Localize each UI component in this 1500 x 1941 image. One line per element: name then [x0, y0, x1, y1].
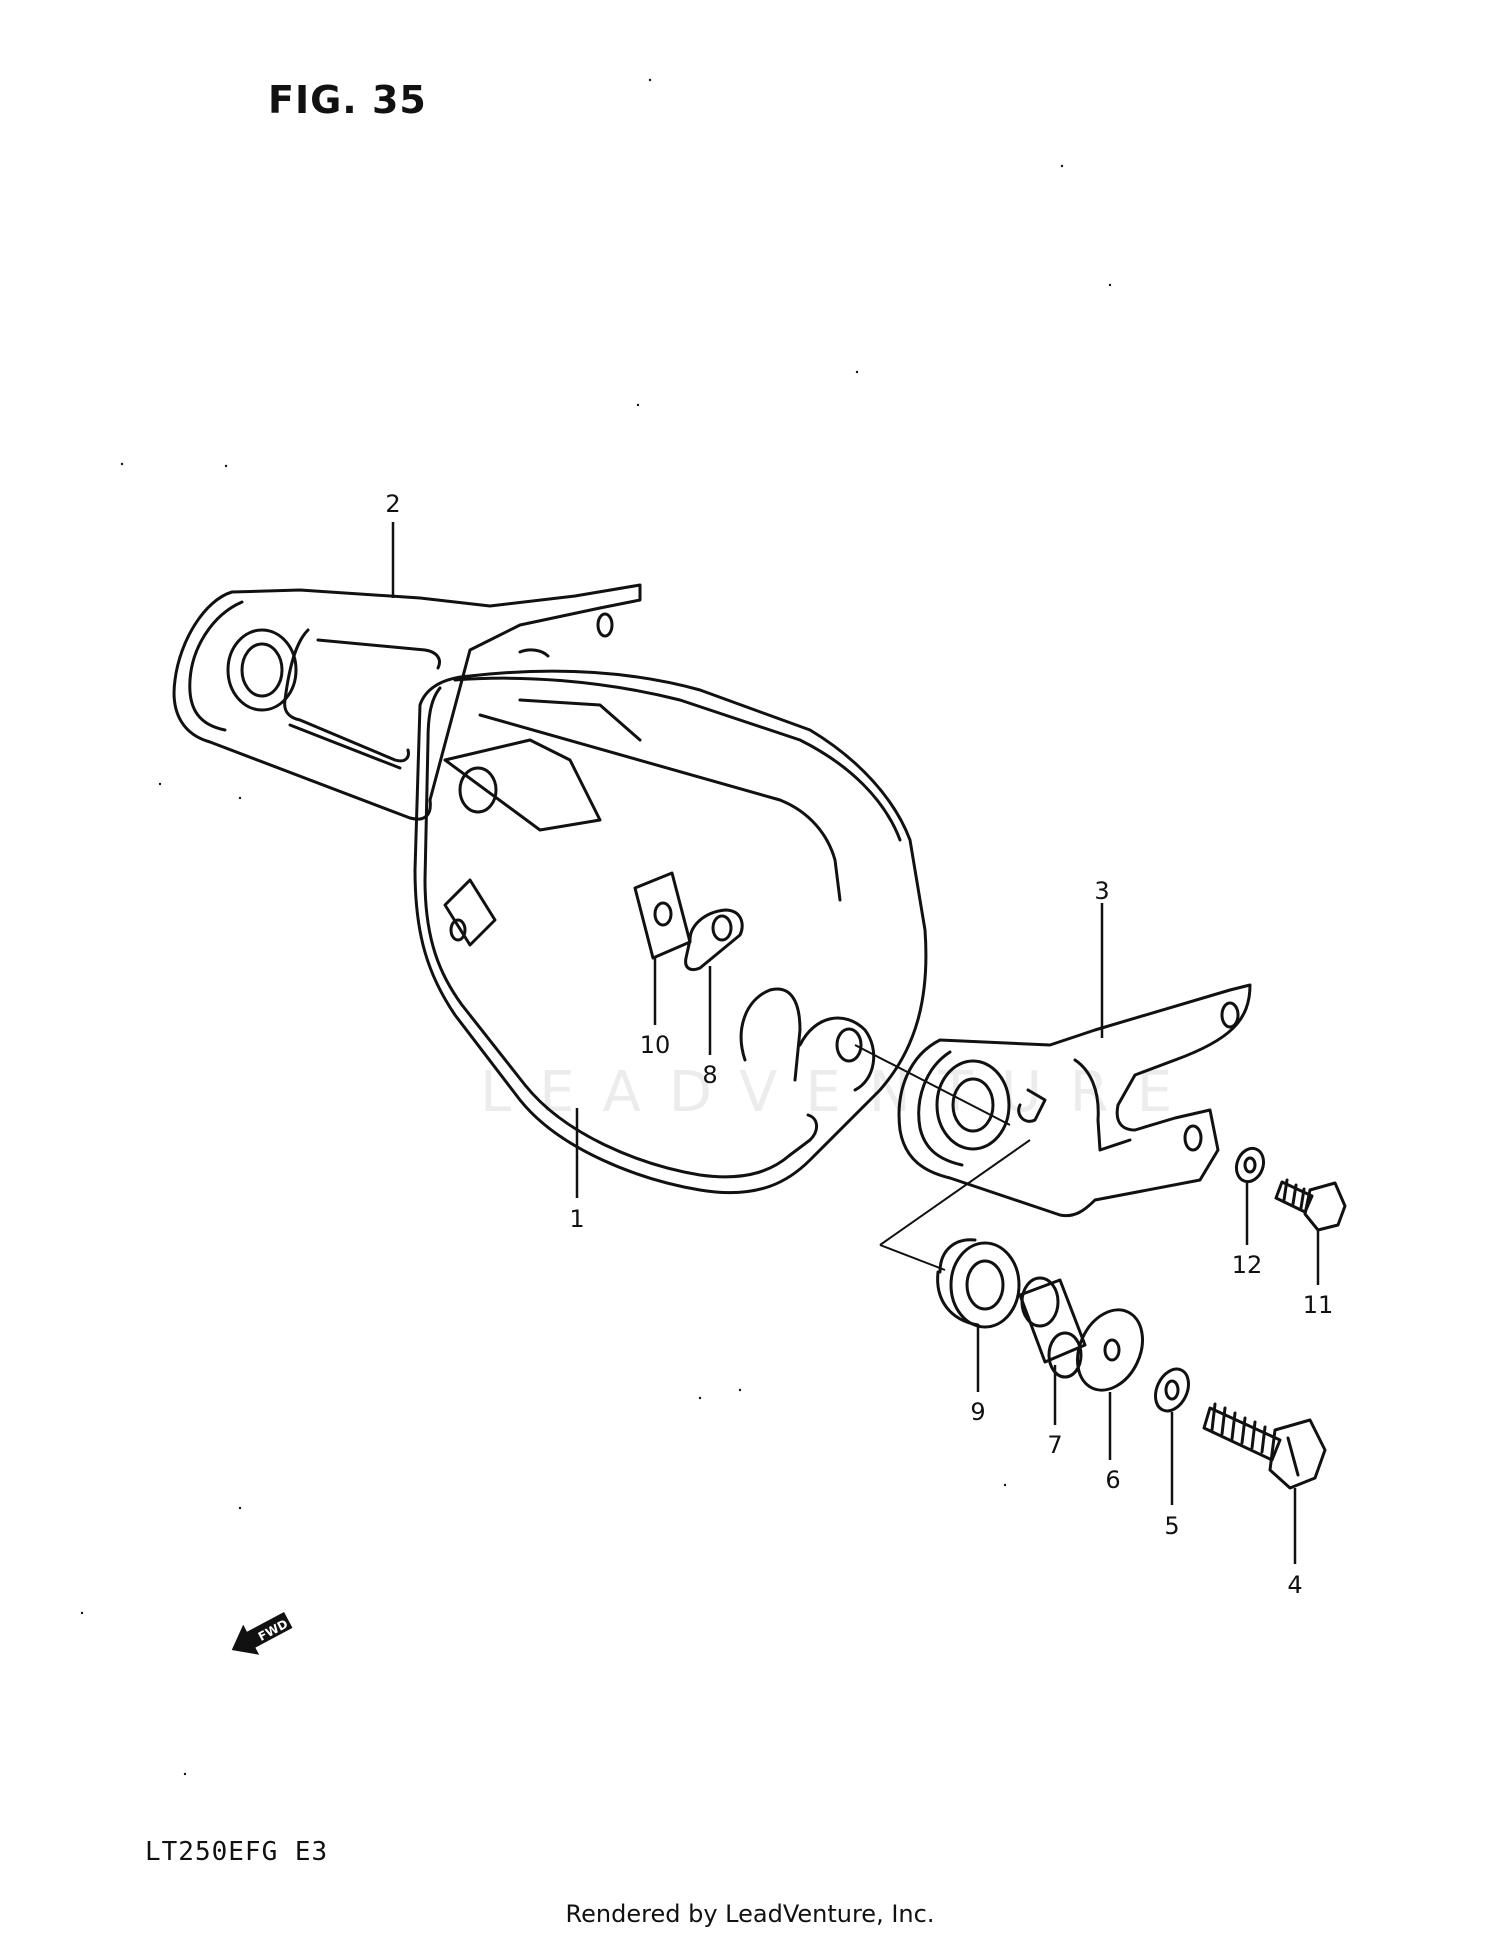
callout-9: 9: [970, 1398, 985, 1426]
callout-7: 7: [1047, 1431, 1062, 1459]
callout-2: 2: [385, 490, 400, 518]
figure-title: FIG. 35: [268, 78, 427, 122]
callout-10: 10: [640, 1031, 671, 1059]
callout-3: 3: [1094, 877, 1109, 905]
watermark: LEADVENTURE: [480, 1060, 1201, 1125]
callout-11: 11: [1303, 1291, 1334, 1319]
part-6-washer: [1076, 1308, 1144, 1392]
fwd-arrow-icon: FWD: [231, 1612, 293, 1655]
callout-8: 8: [702, 1061, 717, 1089]
callout-1: 1: [569, 1205, 584, 1233]
callout-5: 5: [1164, 1512, 1179, 1540]
part-4-bolt: [1202, 1402, 1327, 1490]
part-8-plate: [684, 908, 744, 972]
leader-lines: [391, 522, 1320, 1564]
part-7-collar: [1018, 1276, 1087, 1379]
part-1-headlight-housing: [413, 669, 928, 1195]
part-9-grommet: [936, 1238, 1021, 1329]
callout-12: 12: [1232, 1251, 1263, 1279]
render-credit: Rendered by LeadVenture, Inc.: [565, 1900, 935, 1928]
part-5-lock-washer: [1154, 1367, 1190, 1413]
part-12-washer: [1234, 1146, 1266, 1184]
part-3-right-bracket: [897, 983, 1252, 1218]
callout-6: 6: [1105, 1466, 1120, 1494]
part-2-left-bracket: [172, 583, 642, 821]
callout-4: 4: [1287, 1571, 1302, 1599]
scan-specks: [80, 78, 1112, 1776]
part-10-plate: [633, 871, 692, 960]
model-code: LT250EFG E3: [145, 1837, 329, 1867]
part-11-bolt: [1274, 1178, 1347, 1232]
